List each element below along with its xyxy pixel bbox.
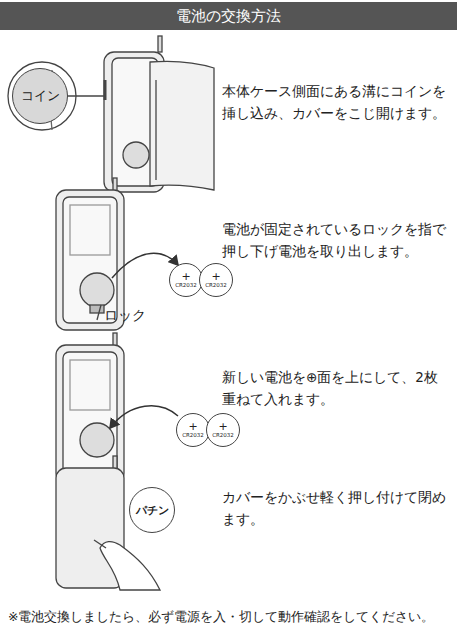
- sound-bubble: パチン: [129, 487, 175, 533]
- battery-circle: +CR2032: [206, 413, 240, 447]
- device-open: [8, 36, 214, 192]
- node-text: パチン: [136, 503, 169, 518]
- battery-circle: +CR2032: [199, 263, 233, 297]
- part-label: ロック: [104, 304, 164, 326]
- battery-model: CR2032: [212, 432, 234, 439]
- step-text: カバーをかぶせ軽く押し付けて閉めます。: [222, 486, 450, 530]
- battery-circle: +CR2032: [176, 413, 210, 447]
- polarity-mark: +: [188, 421, 197, 432]
- battery-model: CR2032: [182, 432, 204, 439]
- polarity-mark: +: [211, 271, 220, 282]
- battery-model: CR2032: [175, 282, 197, 289]
- footnote: ※電池交換しましたら、必ず電源を入・切して動作確認をしてください。: [8, 606, 453, 628]
- title-band: 電池の交換方法: [0, 2, 457, 30]
- step-text: 電池が固定されているロックを指で押し下げ電池を取り出します。: [222, 218, 450, 262]
- device-back: [56, 333, 178, 483]
- polarity-mark: +: [181, 271, 190, 282]
- step-text: 新しい電池を⊕面を上にして、2枚重ねて入れます。: [222, 366, 450, 410]
- battery-circle: +CR2032: [169, 263, 203, 297]
- step-text: 本体ケース側面にある溝にコインを挿し込み、カバーをこじ開けます。: [222, 80, 450, 124]
- battery-model: CR2032: [205, 282, 227, 289]
- coin-circle: コイン: [12, 68, 68, 124]
- node-text: コイン: [21, 87, 60, 105]
- title-text: 電池の交換方法: [176, 7, 281, 26]
- polarity-mark: +: [218, 421, 227, 432]
- device-back: [56, 178, 178, 330]
